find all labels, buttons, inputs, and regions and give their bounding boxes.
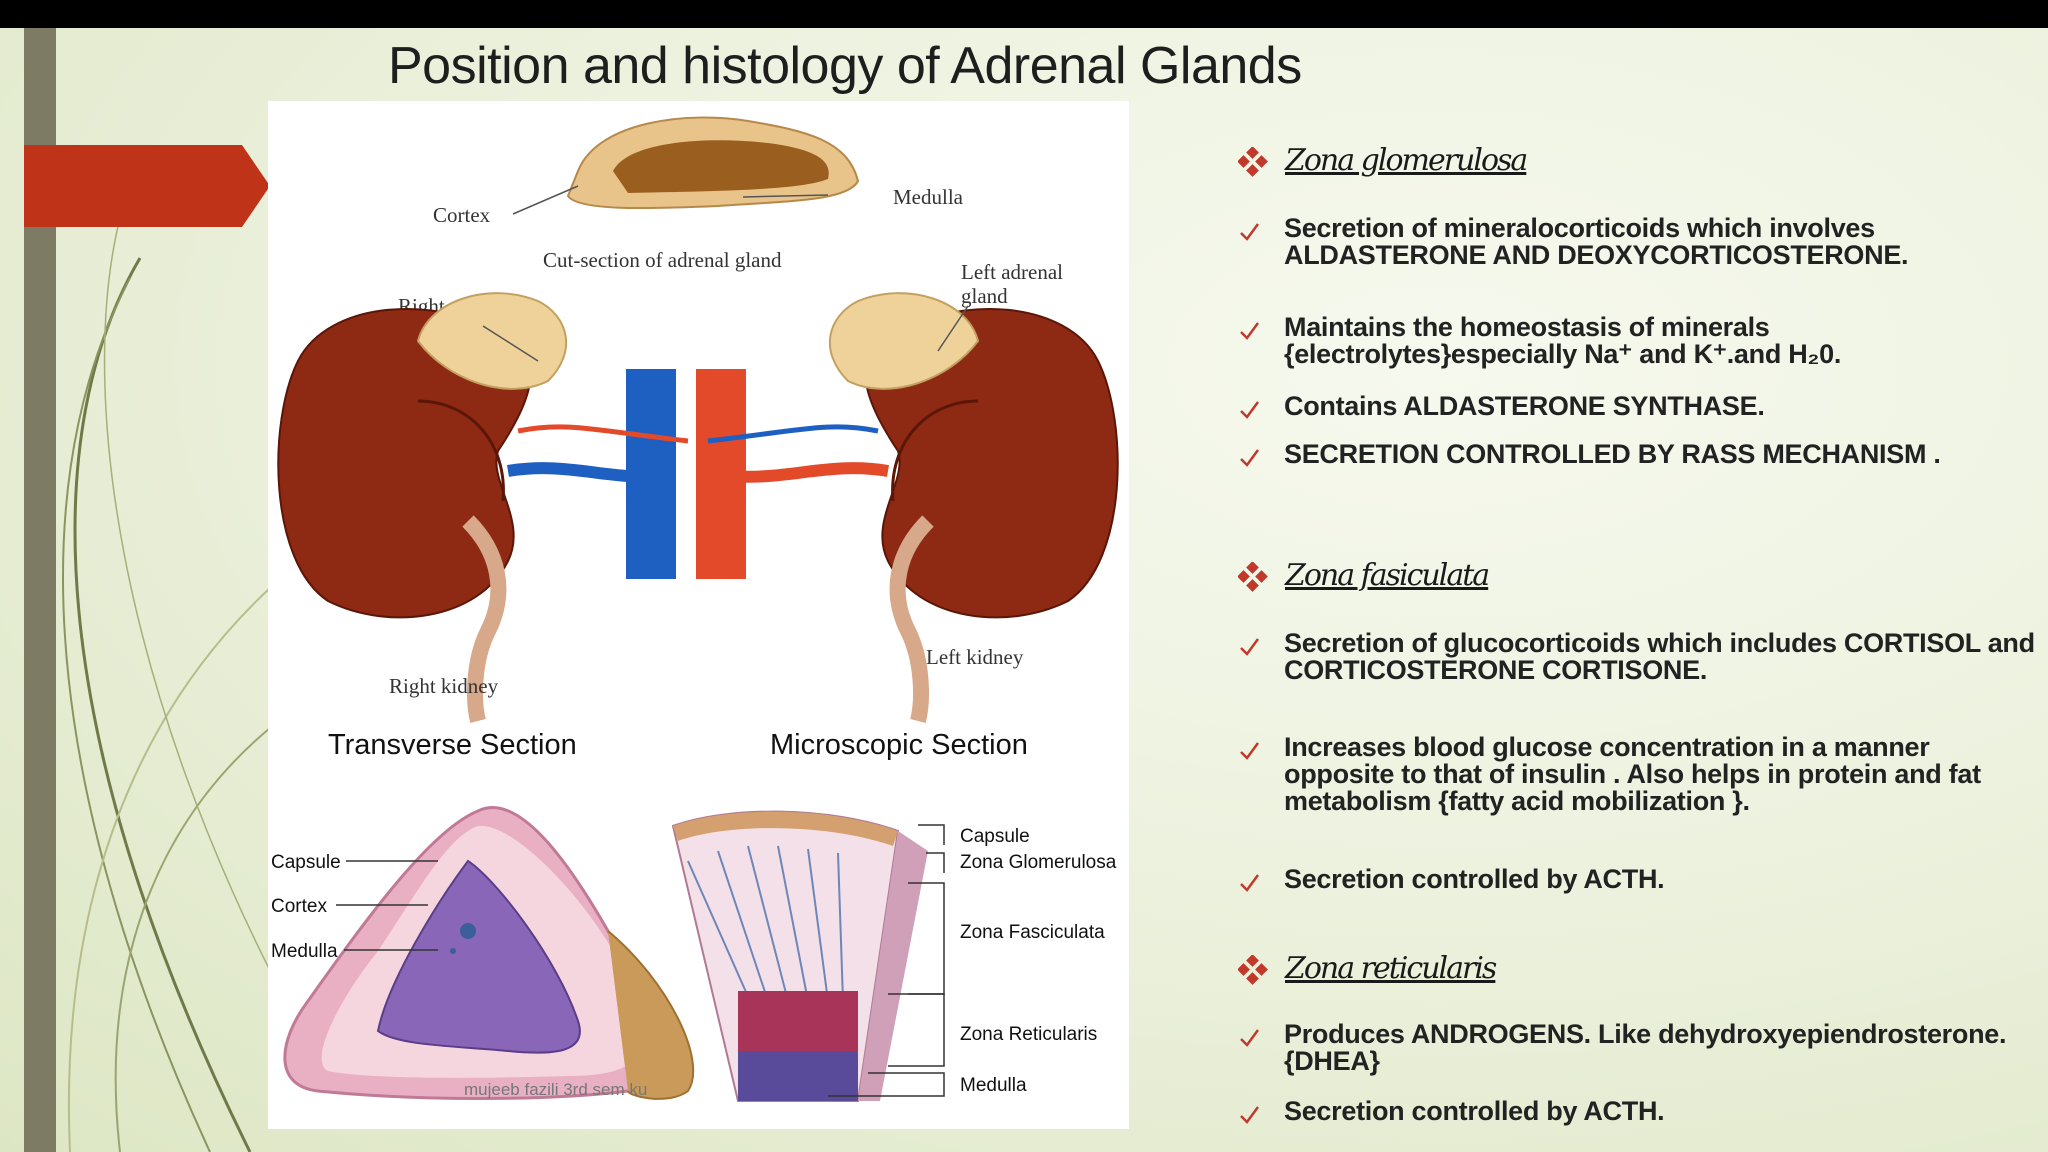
checkmark-icon bbox=[1240, 638, 1260, 656]
microscopic-section-illustration bbox=[671, 810, 928, 1102]
diamond-bullet-icon bbox=[1238, 147, 1268, 177]
label-cortex-gross: Cortex bbox=[433, 203, 491, 227]
zone-name: Zona reticularis bbox=[1285, 951, 1497, 986]
label-right-kidney: Right kidney bbox=[389, 674, 499, 698]
label-cut-section: Cut-section of adrenal gland bbox=[543, 248, 782, 272]
cut-section-gland bbox=[512, 116, 860, 215]
label-transverse-capsule: Capsule bbox=[271, 852, 341, 873]
checkmark-icon bbox=[1240, 223, 1260, 241]
checkmark-icon bbox=[1240, 742, 1260, 760]
microscopic-section-title: Microscopic Section bbox=[770, 729, 1028, 761]
label-left-kidney: Left kidney bbox=[926, 645, 1024, 669]
zone-name: Zona glomerulosa bbox=[1285, 143, 1528, 178]
label-transverse-medulla: Medulla bbox=[271, 941, 338, 962]
checkmark-icon bbox=[1240, 449, 1260, 467]
checkmark-icon bbox=[1240, 1029, 1260, 1047]
label-medulla-gross: Medulla bbox=[893, 185, 964, 209]
label-transverse-cortex: Cortex bbox=[271, 896, 327, 917]
label-left-adrenal-2: gland bbox=[961, 284, 1008, 308]
label-micro-glomerulosa: Zona Glomerulosa bbox=[960, 852, 1117, 873]
illustrator-credit: mujeeb fazili 3rd sem ku bbox=[464, 1080, 647, 1099]
checkmark-icon bbox=[1240, 874, 1260, 892]
diamond-bullet-icon bbox=[1238, 562, 1268, 592]
label-micro-reticularis: Zona Reticularis bbox=[960, 1024, 1097, 1045]
right-kidney-illustration bbox=[277, 292, 567, 723]
checkmark-icon bbox=[1240, 322, 1260, 340]
label-left-adrenal-1: Left adrenal bbox=[961, 260, 1063, 284]
transverse-section-illustration bbox=[283, 806, 695, 1100]
red-tab-marker bbox=[24, 145, 270, 227]
checkmark-icon bbox=[1240, 401, 1260, 419]
checkmark-icon bbox=[1240, 1106, 1260, 1124]
adrenal-figure: Cortex Medulla Cut-section of adrenal gl… bbox=[268, 101, 1129, 1129]
diamond-bullet-icon bbox=[1238, 955, 1268, 985]
slide: Position and histology of Adrenal Glands… bbox=[0, 28, 2048, 1152]
left-kidney-illustration bbox=[829, 292, 1119, 723]
transverse-section-title: Transverse Section bbox=[328, 729, 577, 761]
aorta-vena-cava bbox=[507, 369, 889, 579]
zone-name: Zona fasiculata bbox=[1285, 558, 1490, 593]
label-micro-capsule: Capsule bbox=[960, 826, 1030, 847]
decorative-curves bbox=[62, 217, 300, 1152]
label-micro-medulla: Medulla bbox=[960, 1075, 1027, 1096]
slide-title: Position and histology of Adrenal Glands bbox=[388, 37, 1302, 95]
label-micro-fasciculata: Zona Fasciculata bbox=[960, 922, 1105, 943]
